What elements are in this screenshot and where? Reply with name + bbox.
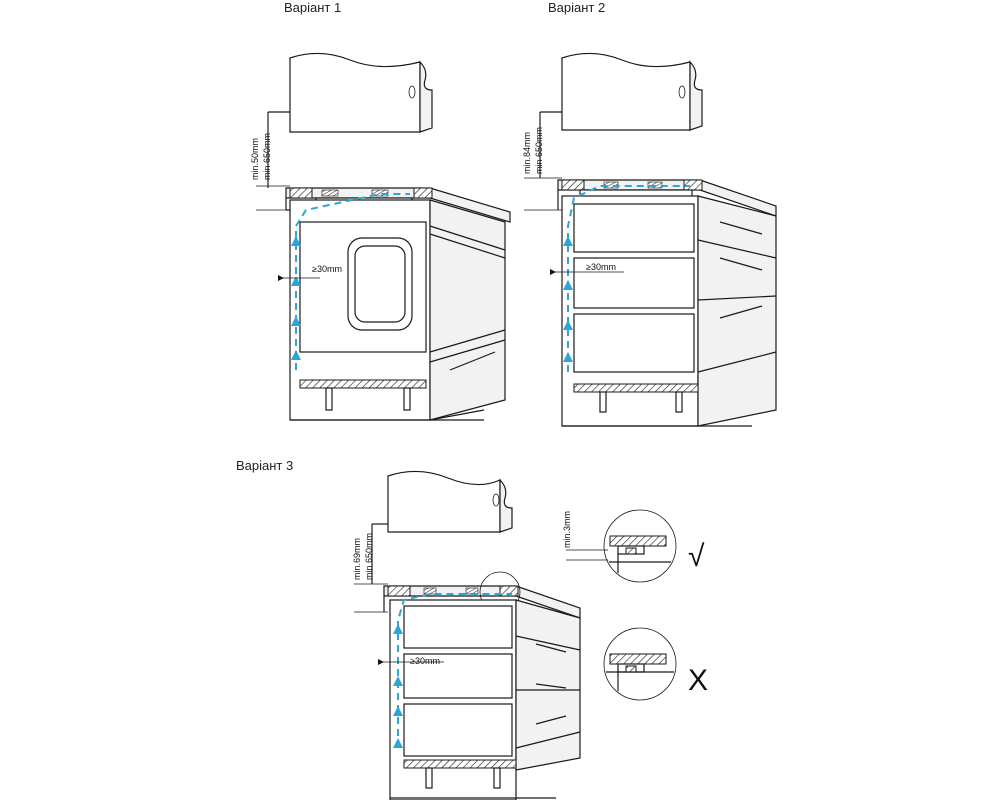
detail-correct: min.3mm √	[562, 509, 705, 583]
wall-cabinet	[387, 470, 513, 533]
dimension-label: min 650mm	[262, 133, 272, 180]
dimension-label: min 650mm	[364, 533, 374, 580]
wall-cabinet	[289, 52, 433, 133]
airflow-arrow-icon	[291, 236, 301, 360]
airflow-path	[567, 185, 690, 372]
cross-mark-icon: X	[688, 664, 708, 697]
drawer-cabinet	[561, 195, 777, 427]
airflow-arrow-icon	[563, 236, 573, 362]
dimension-label: min 650mm	[534, 127, 544, 174]
gap-dimension-label: ≥30mm	[312, 264, 342, 274]
airflow-path	[397, 593, 512, 748]
airflow-path	[295, 193, 410, 370]
variant-1-title: Варіант 1	[284, 0, 341, 15]
oven-cabinet	[289, 199, 506, 421]
detail-dimension-label: min.3mm	[562, 511, 572, 548]
gap-dimension-label: ≥30mm	[410, 656, 440, 666]
variant-3-title: Варіант 3	[236, 458, 293, 473]
dimension-label: min.84mm	[522, 132, 532, 174]
dimension-label: min.69mm	[352, 538, 362, 580]
variant-1: Варіант 1 min.50mm min 650mm	[250, 0, 511, 421]
drawer-cabinet	[389, 599, 581, 800]
variant-3: Варіант 3 min.69mm min 650mm	[236, 458, 708, 800]
detail-wrong: X	[603, 627, 708, 701]
gap-dimension-label: ≥30mm	[586, 262, 616, 272]
variant-2: Варіант 2 min.84mm min 650mm	[522, 0, 777, 427]
check-mark-icon: √	[688, 540, 705, 573]
airflow-arrow-icon	[393, 624, 403, 748]
dimension-label: min.50mm	[250, 138, 260, 180]
wall-cabinet	[561, 52, 703, 131]
variant-2-title: Варіант 2	[548, 0, 605, 15]
